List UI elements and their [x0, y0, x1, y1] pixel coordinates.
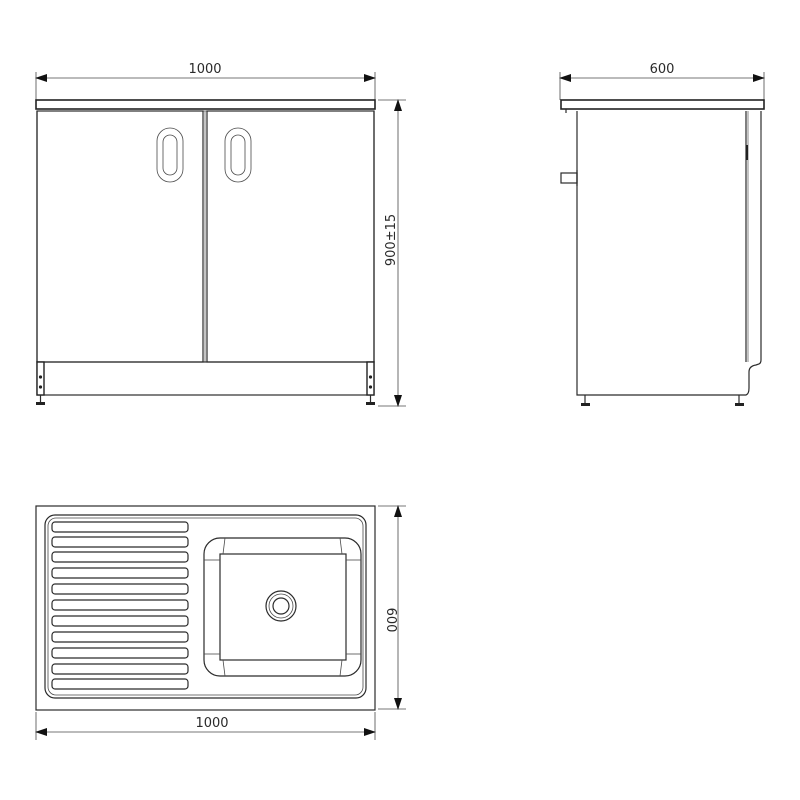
sink-bowl [203, 537, 362, 677]
drainboard-groove [51, 647, 189, 659]
drainboard [51, 521, 189, 690]
top-depth-label: 600 [383, 608, 398, 633]
front-height-dimension: 900±15 [378, 99, 406, 407]
drainboard-groove [51, 678, 189, 690]
side-leg-back [735, 395, 744, 406]
drainboard-groove [51, 536, 189, 548]
front-height-label: 900±15 [384, 214, 399, 266]
top-width-dimension: 1000 [35, 712, 376, 740]
door-right [206, 110, 375, 363]
door-handle-right [224, 127, 252, 183]
drain-icon [265, 590, 297, 622]
top-width-label: 1000 [195, 716, 228, 731]
drainboard-groove [51, 663, 189, 675]
door-handle-left [156, 127, 184, 183]
cabinet-body-side [576, 111, 762, 396]
sink-rim [44, 514, 367, 699]
countertop-front [35, 99, 376, 110]
side-depth-dimension: 600 [559, 62, 765, 100]
top-view: 1000 600 [35, 505, 406, 740]
leg-left [36, 361, 45, 405]
side-view: 600 [559, 62, 765, 406]
side-depth-label: 600 [650, 62, 675, 77]
pipe-stub [560, 172, 578, 184]
side-leg-front [581, 395, 590, 406]
cabinet-doors [36, 110, 375, 363]
sink-top-outer [35, 505, 376, 711]
front-width-label: 1000 [188, 62, 221, 77]
drainboard-groove [51, 551, 189, 563]
front-width-dimension: 1000 [35, 62, 376, 100]
leg-right [366, 361, 375, 405]
drainboard-groove [51, 567, 189, 579]
drainboard-groove [51, 521, 189, 533]
top-depth-dimension: 600 [378, 505, 406, 710]
drainboard-groove [51, 583, 189, 595]
drainboard-groove [51, 599, 189, 611]
drainboard-groove [51, 615, 189, 627]
door-left [36, 110, 204, 363]
drainboard-groove [51, 631, 189, 643]
countertop-side [560, 99, 765, 110]
front-view: 1000 900±15 [35, 62, 406, 407]
plinth [36, 361, 375, 396]
